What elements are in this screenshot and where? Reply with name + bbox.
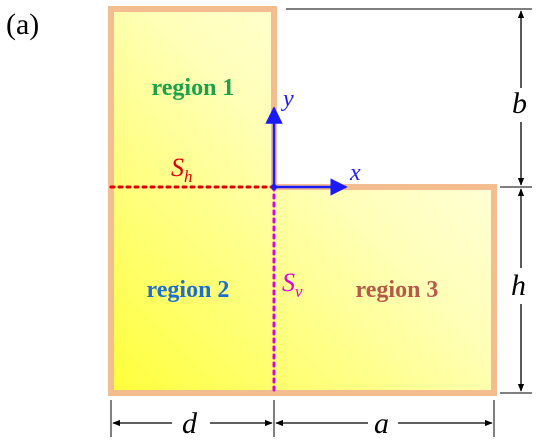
dimension-b-label: b — [512, 87, 527, 120]
y-axis-label: y — [281, 86, 294, 112]
x-axis-label: x — [349, 160, 361, 186]
sv-label: Sv — [282, 268, 303, 301]
region-3-label: region 3 — [356, 277, 439, 303]
dimension-a-label: a — [374, 407, 389, 440]
dimension-d-label: d — [182, 407, 198, 440]
l-shape-domain — [108, 6, 497, 396]
dimension-h-label: h — [511, 269, 526, 302]
sh-label: Sh — [171, 153, 193, 186]
origin-point — [271, 184, 277, 190]
region-1-label: region 1 — [152, 75, 235, 101]
region-2-label: region 2 — [147, 277, 230, 303]
panel-label: (a) — [6, 8, 39, 41]
